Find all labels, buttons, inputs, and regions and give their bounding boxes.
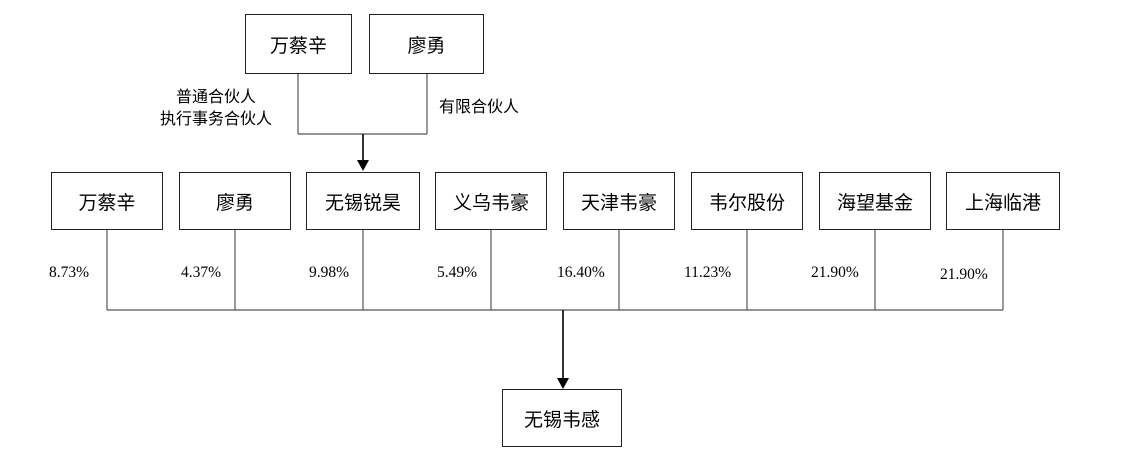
shareholder-pct: 21.90% — [811, 264, 859, 281]
shareholder-name: 海望基金 — [836, 191, 913, 214]
target-company-name: 无锡韦感 — [523, 408, 600, 431]
shareholder-pct: 5.49% — [437, 264, 478, 281]
shareholder-pct: 16.40% — [557, 264, 605, 281]
shareholder-name: 韦尔股份 — [708, 191, 785, 214]
shareholder-pct: 21.90% — [940, 266, 988, 283]
shareholder-name: 无锡锐昊 — [324, 191, 401, 214]
gp-box: 万蔡辛 — [245, 14, 352, 74]
shareholder-pct: 4.37% — [181, 264, 222, 281]
shareholder-box: 上海临港 — [946, 172, 1060, 230]
shareholder-name: 义乌韦豪 — [452, 191, 529, 214]
shareholder-name: 廖勇 — [215, 191, 254, 214]
lp-box: 廖勇 — [369, 14, 484, 74]
partners-arrowhead — [357, 160, 369, 171]
shareholder-pct: 9.98% — [309, 264, 350, 281]
target-arrowhead — [557, 378, 569, 389]
shareholder-pct: 8.73% — [49, 264, 90, 281]
target-company-box: 无锡韦感 — [502, 389, 622, 447]
gp-role-label-1: 普通合伙人 — [176, 87, 257, 106]
shareholder-box: 无锡锐昊 — [306, 172, 420, 230]
shareholder-pct: 11.23% — [684, 264, 732, 281]
lp-role-label: 有限合伙人 — [439, 97, 520, 116]
shareholder-box: 万蔡辛 — [51, 172, 163, 230]
shareholder-box: 廖勇 — [179, 172, 291, 230]
shareholder-name: 上海临港 — [964, 191, 1041, 214]
shareholder-box: 义乌韦豪 — [435, 172, 547, 230]
shareholder-box: 天津韦豪 — [563, 172, 675, 230]
shareholder-name: 天津韦豪 — [580, 191, 657, 214]
shareholder-box: 海望基金 — [819, 172, 931, 230]
shareholder-box: 韦尔股份 — [691, 172, 803, 230]
shareholder-name: 万蔡辛 — [78, 191, 136, 214]
lp-name: 廖勇 — [407, 34, 446, 57]
gp-name: 万蔡辛 — [269, 34, 327, 57]
gp-role-label-2: 执行事务合伙人 — [160, 109, 273, 128]
